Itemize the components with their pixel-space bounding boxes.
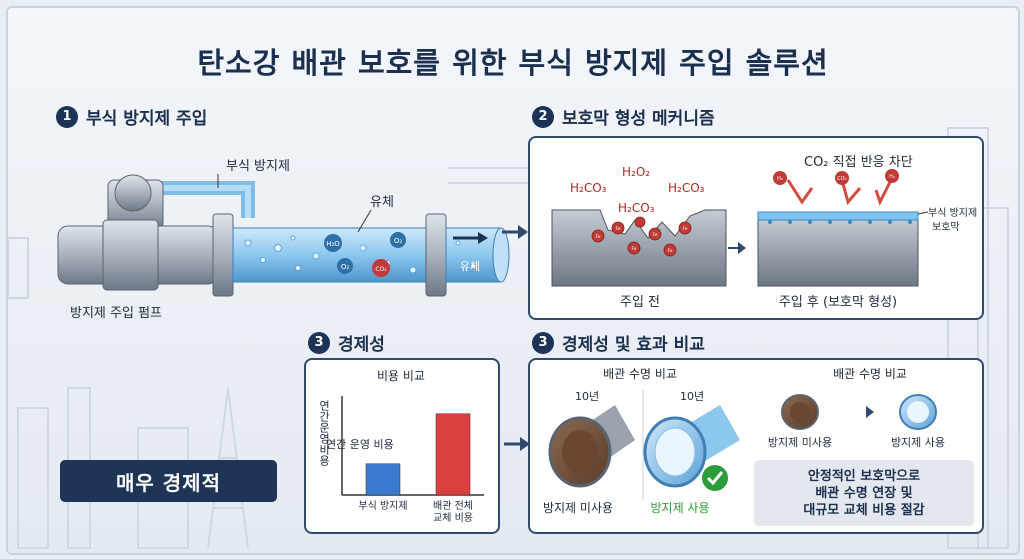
chart-category-label: 교체 비용: [433, 512, 473, 524]
fe-ion-label: Fe: [682, 226, 687, 232]
summary-line-2: 배관 수명 연장 및: [815, 485, 913, 501]
section-2-label: 보호막 형성 메커니즘: [562, 109, 715, 129]
arrow-right-icon: [738, 242, 746, 254]
inhibitor-label: 부식 방지제: [226, 159, 290, 174]
chart-title: 비용 비교: [377, 369, 425, 383]
with-inhibitor-label: 방지제 사용: [650, 501, 709, 515]
molecule-label: CO₂: [837, 176, 846, 182]
section-3a-label: 경제성: [338, 335, 385, 355]
arrow-right-icon: [866, 406, 874, 418]
summary-line-1: 안정적인 보호막으로: [807, 468, 921, 484]
section-3a-header: 3 경제성: [308, 330, 385, 355]
section-3b-header: 3 경제성 및 효과 비교: [532, 330, 705, 355]
comparison-illustration: 배관 수명 비교 10년 10년 방지제 미사용 방지제 사용 배관 수명 비교…: [543, 367, 945, 515]
section-2-header: 2 보호막 형성 메커니즘: [532, 104, 715, 129]
chart-category-label: 부식 방지제: [358, 500, 407, 512]
co2-label: CO₂: [375, 266, 387, 273]
fe-ion-label: Fe: [652, 232, 657, 238]
chem-label: H₂CO₃: [618, 201, 655, 215]
arrow-right-icon: [504, 437, 530, 451]
molecule-label: H₂: [889, 174, 895, 180]
chart-ylabel: 연간운영비용: [318, 400, 331, 466]
section-2-number: 2: [532, 105, 554, 128]
o2-molecule: [337, 258, 353, 274]
fe-ion-label: Fe: [615, 226, 620, 232]
h2o-label: H₂O: [326, 240, 340, 248]
chart-bar: [435, 413, 471, 496]
with-inhibitor-label-2: 방지제 사용: [891, 436, 945, 449]
comparison-right-title: 배관 수명 비교: [833, 367, 907, 381]
injection-pipe-illustration: H₂O O₂ O₂ CO₂ 유체 유체 부식 방지제: [57, 159, 510, 297]
summary-box: 안정적인 보호막으로 배관 수명 연장 및 대규모 교체 비용 절감: [754, 460, 974, 526]
section-1-header: 1 부식 방지제 주입: [56, 104, 207, 129]
years-label-1: 10년: [575, 390, 599, 403]
h2o-molecule: [324, 234, 342, 252]
mechanism-illustration: Fe Fe Fe Fe Fe Fe H₂CO₃ H₂O₂ H₂CO₃ H₂CO₃…: [551, 155, 977, 310]
page-title: 탄소강 배관 보호를 위한 부식 방지제 주입 솔루션: [197, 46, 829, 80]
bar-annotation: 연간 운영 비용: [326, 438, 394, 451]
chem-label: H₂O₂: [622, 165, 650, 179]
summary-line-3: 대규모 교체 비용 절감: [803, 502, 925, 518]
fluid-label: 유체: [370, 195, 394, 210]
fe-ion-label: Fe: [667, 248, 672, 254]
economy-badge: 매우 경제적: [60, 460, 277, 502]
flow-arrow-icon: [478, 232, 488, 244]
section-3b-number: 3: [532, 331, 554, 354]
after-label: 주입 후 (보호막 형성): [779, 295, 897, 310]
o2-label-2: O₂: [341, 263, 350, 271]
film-label-2: 보호막: [932, 221, 960, 233]
molecule-label: H₂: [777, 176, 783, 182]
o2-label: O₂: [394, 237, 403, 245]
co2-molecule: [372, 259, 390, 277]
no-inhibitor-label-2: 방지제 미사용: [768, 436, 832, 449]
chart-category-label: 배관 전체: [433, 500, 473, 512]
section-1-label: 부식 방지제 주입: [86, 109, 208, 129]
chem-label: H₂CO₃: [668, 181, 705, 195]
block-title: CO₂ 직접 반응 차단: [804, 155, 913, 170]
o2-molecule: [390, 232, 406, 248]
arrow-right-icon: [502, 225, 528, 239]
section-1-number: 1: [56, 105, 78, 128]
fe-ion-label: Fe: [631, 246, 636, 252]
film-label-1: 부식 방지제: [928, 207, 977, 219]
infographic-frame: 탄소강 배관 보호를 위한 부식 방지제 주입 솔루션 1 부식 방지제 주입 …: [6, 6, 1020, 555]
before-label: 주입 전: [620, 295, 660, 310]
chart-bar: [365, 463, 401, 496]
fe-ion-label: Fe: [595, 234, 600, 240]
flow-label: 유체: [460, 260, 480, 273]
years-label-2: 10년: [680, 390, 704, 403]
chem-label: H₂CO₃: [570, 181, 607, 195]
no-inhibitor-label: 방지제 미사용: [543, 501, 613, 515]
section-3b-label: 경제성 및 효과 비교: [562, 335, 705, 355]
check-icon: [702, 465, 728, 491]
comparison-left-title: 배관 수명 비교: [603, 367, 677, 381]
pump-label: 방지제 주입 펌프: [70, 306, 162, 321]
section-3a-number: 3: [308, 331, 330, 354]
